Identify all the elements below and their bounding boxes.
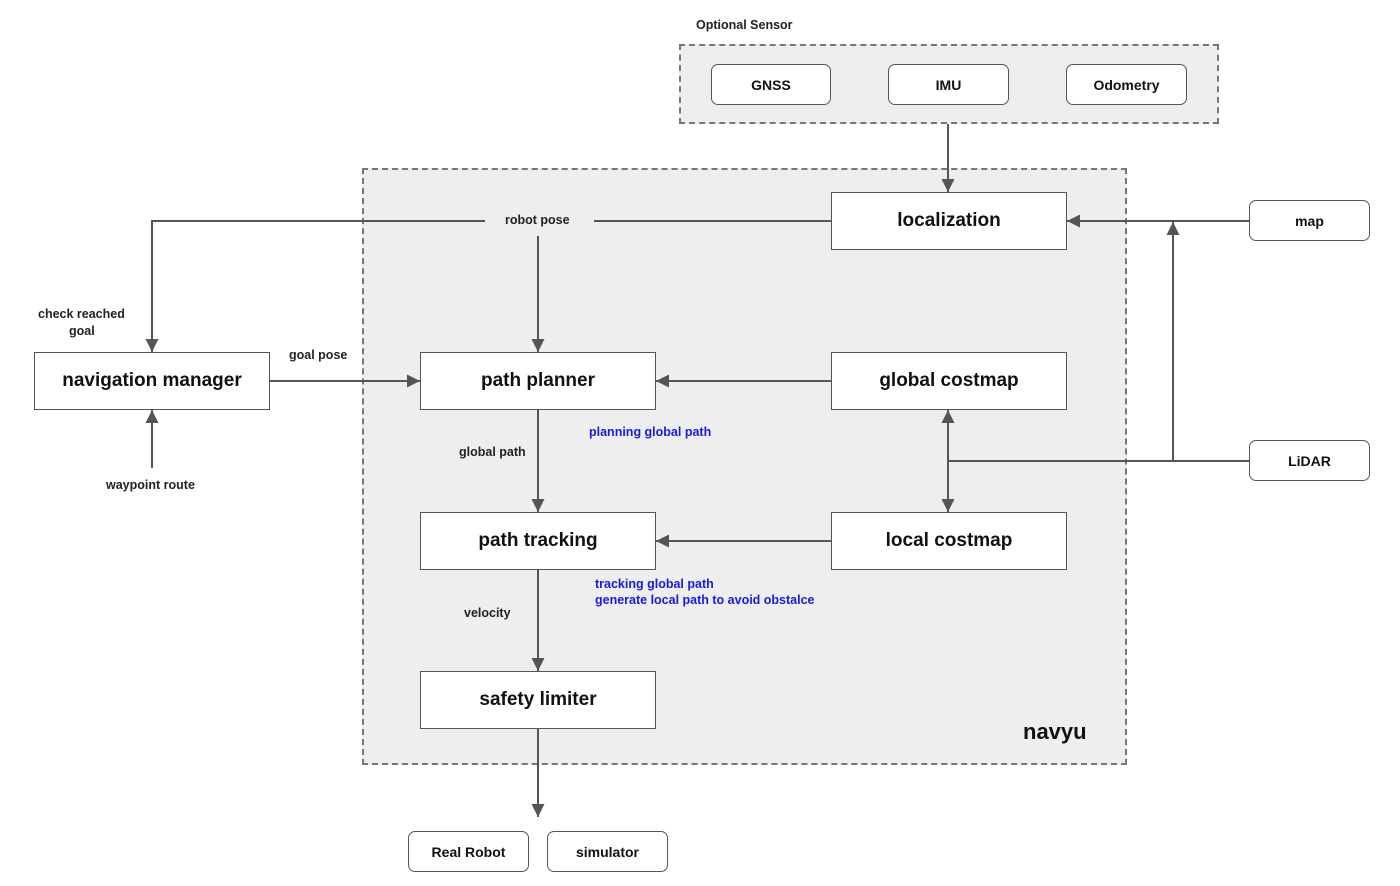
map-input: map: [1249, 200, 1370, 241]
robot-pose-label: robot pose: [505, 213, 570, 227]
local-costmap-node: local costmap: [831, 512, 1067, 570]
check-reached-goal-label-line1: check reached: [38, 307, 125, 321]
check-reached-goal-label-line2: goal: [69, 324, 95, 338]
edge-lidar-to-localization: [1166, 222, 1249, 462]
global-path-label: global path: [459, 445, 526, 459]
gnss-node: GNSS: [711, 64, 831, 105]
planning-note: planning global path: [589, 425, 712, 439]
navyu-group-label: navyu: [1023, 719, 1087, 744]
navyu-group: [362, 168, 1127, 765]
optional-sensor-title: Optional Sensor: [696, 18, 793, 32]
odometry-node: Odometry: [1066, 64, 1187, 105]
global-costmap-node: global costmap: [831, 352, 1067, 410]
imu-node: IMU: [888, 64, 1009, 105]
localization-node: localization: [831, 192, 1067, 250]
goal-pose-label: goal pose: [289, 348, 348, 362]
navigation-manager-node: navigation manager: [34, 352, 270, 410]
edge-robot-pose-to-navmanager: [145, 220, 485, 352]
tracking-note-line1: tracking global path: [595, 577, 714, 591]
waypoint-route-label: waypoint route: [106, 478, 195, 492]
simulator-output: simulator: [547, 831, 668, 872]
velocity-label: velocity: [464, 606, 511, 620]
lidar-input: LiDAR: [1249, 440, 1370, 481]
path-planner-node: path planner: [420, 352, 656, 410]
real-robot-output: Real Robot: [408, 831, 529, 872]
path-tracking-node: path tracking: [420, 512, 656, 570]
tracking-note-line2: generate local path to avoid obstalce: [595, 593, 815, 607]
safety-limiter-node: safety limiter: [420, 671, 656, 729]
